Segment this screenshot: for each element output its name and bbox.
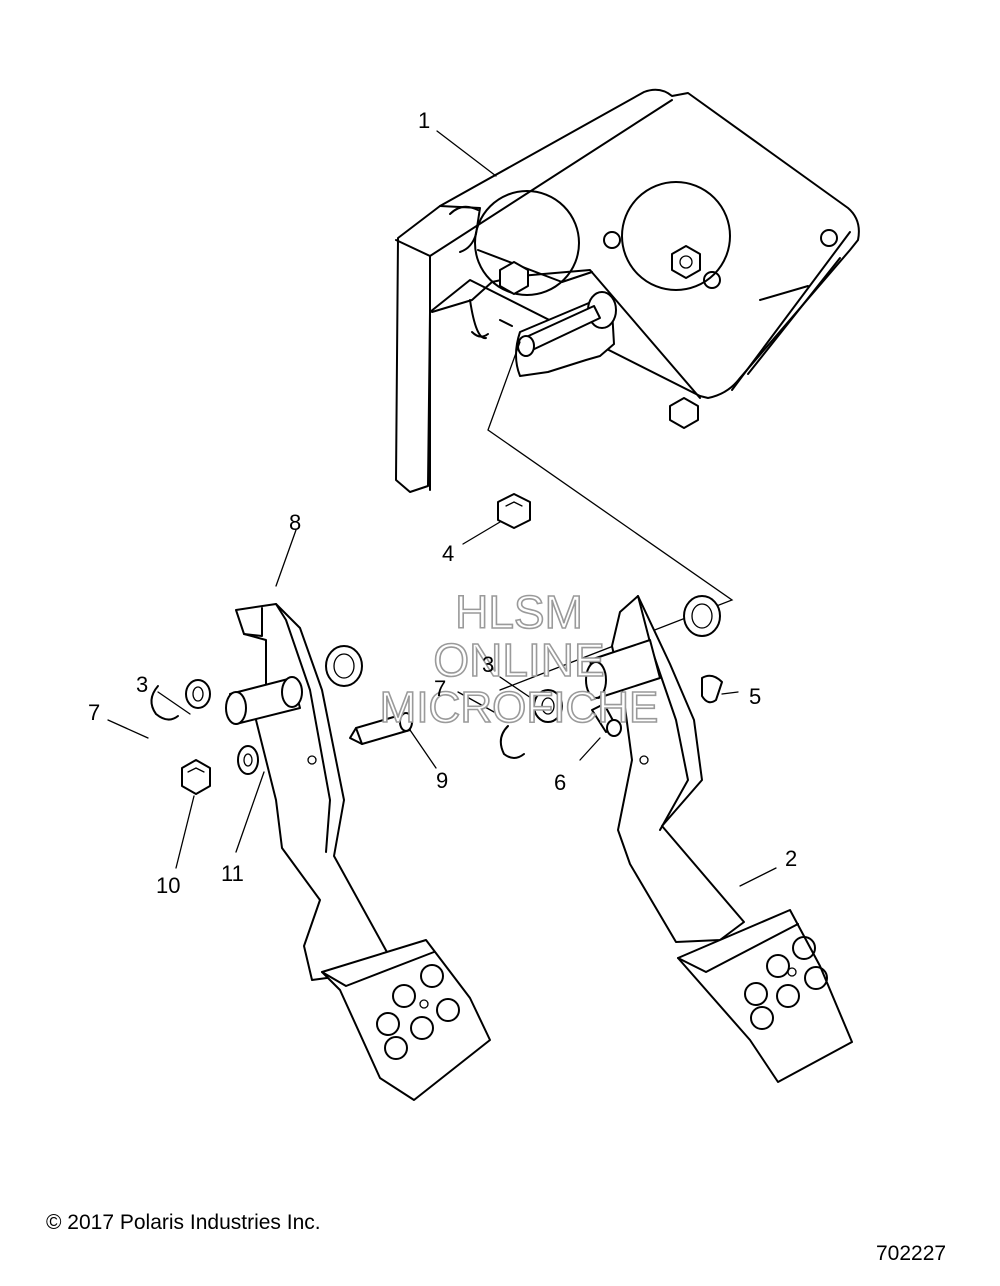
pedal-bracket [395, 88, 860, 493]
e-clip-right [499, 725, 525, 759]
copyright-notice: © 2017 Polaris Industries Inc. [46, 1211, 321, 1234]
bushing-upper-right [683, 595, 721, 637]
watermark-line-3: MICROFICHE [380, 683, 659, 732]
flange-nut [497, 493, 531, 529]
callout-3-right: 3 [482, 652, 494, 677]
leader-lines [107, 130, 777, 887]
bushing-upper-left [325, 645, 363, 687]
bushing-washer-left [185, 679, 211, 709]
callout-5: 5 [749, 684, 761, 709]
bushing-washer-right [533, 689, 563, 723]
callout-10: 10 [156, 873, 180, 898]
lock-nut [181, 759, 211, 795]
watermark: HLSM ONLINE MICROFICHE [379, 585, 659, 733]
clevis-pin-short [591, 703, 622, 737]
brake-pedal-arm [585, 595, 853, 1083]
watermark-line-1: HLSM [455, 586, 583, 638]
diagram-number: 702227 [876, 1242, 947, 1265]
callout-8: 8 [289, 510, 301, 535]
cotter-pin [701, 674, 723, 704]
watermark-line-2: ONLINE [433, 634, 604, 686]
callout-6: 6 [554, 770, 566, 795]
clutch-pedal-arm [225, 603, 491, 1101]
callout-1: 1 [418, 108, 430, 133]
callout-4: 4 [442, 541, 454, 566]
callout-7-right: 7 [434, 676, 446, 701]
flat-washer [237, 745, 259, 775]
callout-7-left: 7 [88, 700, 100, 725]
callout-2: 2 [785, 846, 797, 871]
callout-11: 11 [221, 861, 244, 886]
callout-labels: 1 2 3 3 4 5 6 7 7 8 9 10 11 [88, 108, 797, 898]
callout-9: 9 [436, 768, 448, 793]
callout-3-left: 3 [136, 672, 148, 697]
e-clip-left [150, 685, 179, 721]
